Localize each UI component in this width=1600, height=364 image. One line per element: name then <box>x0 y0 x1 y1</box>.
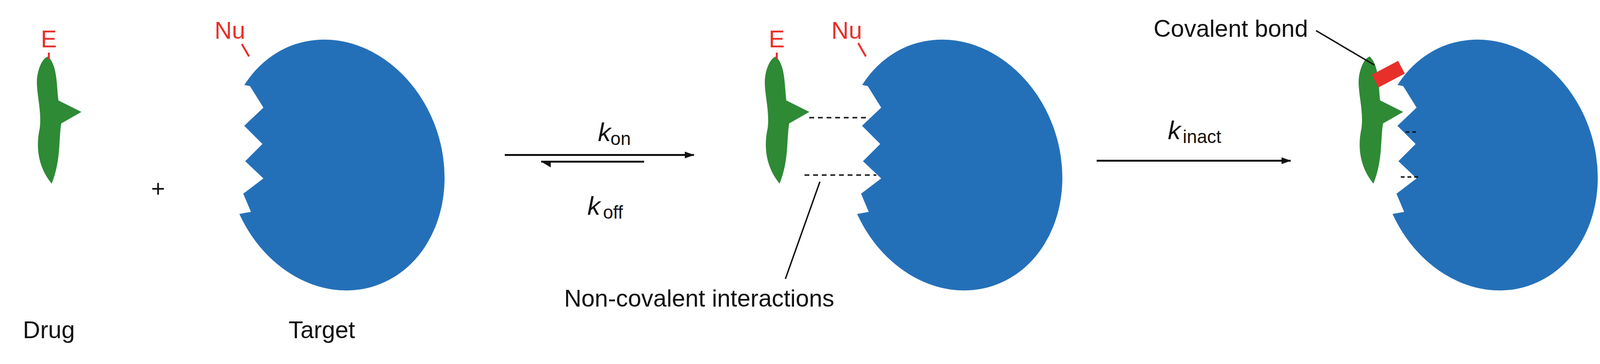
rate-subscript: off <box>602 203 624 222</box>
leader-line <box>785 181 820 280</box>
reverse-arrow <box>541 160 645 163</box>
electrophile-bond <box>775 52 778 60</box>
drug-shape <box>764 56 810 184</box>
forward-arrow <box>504 154 694 157</box>
interaction-line <box>804 174 877 177</box>
nucleophile-bond <box>241 44 250 57</box>
interaction-line <box>1405 131 1418 134</box>
callout-label: Non-covalent interactions <box>564 286 835 311</box>
nucleophile-label: Nu <box>214 18 246 43</box>
inactivation-arrow <box>1096 159 1291 162</box>
target-protein <box>809 11 1095 320</box>
caption-label: Drug <box>22 318 75 343</box>
callout-label: Covalent bond <box>1153 16 1308 41</box>
rate-constant: k <box>587 192 601 219</box>
drug-shape <box>36 56 82 184</box>
covalent-bond <box>1372 60 1406 88</box>
interaction-line <box>1400 176 1419 179</box>
rate-constant: k <box>598 119 612 146</box>
reverse-arrowhead <box>541 161 551 168</box>
electrophile-label: E <box>40 27 57 52</box>
caption-label: Target <box>288 318 356 343</box>
electrophile-label: E <box>768 27 785 52</box>
nucleophile-bond <box>858 43 866 57</box>
rate-constant: k <box>1168 117 1181 144</box>
target-protein <box>191 11 477 320</box>
electrophile-bond <box>47 52 50 60</box>
target-protein <box>1344 11 1600 320</box>
leader-line <box>1316 30 1375 66</box>
interaction-line <box>809 117 870 119</box>
rate-subscript: inact <box>1182 127 1222 147</box>
nucleophile-label: Nu <box>831 18 863 43</box>
rate-subscript: on <box>610 129 631 148</box>
plus-sign: + <box>150 176 165 201</box>
